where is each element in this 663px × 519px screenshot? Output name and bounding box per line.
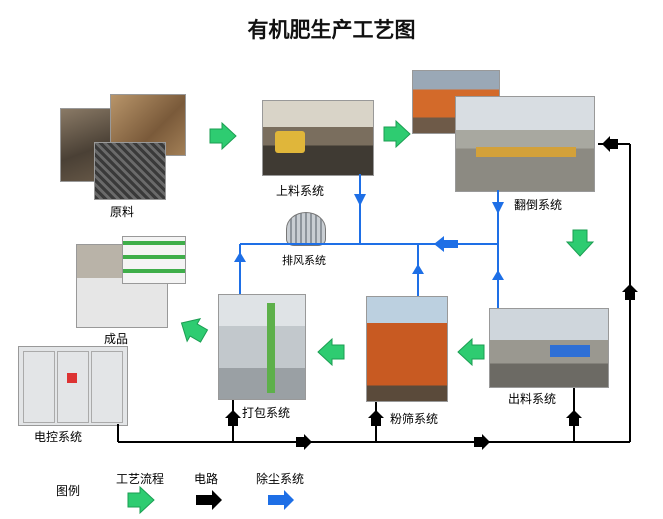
label-packing-system: 打包系统 [242, 406, 291, 420]
feeding-system-photo [262, 100, 374, 176]
dust-arrow-up-discharge [492, 270, 504, 280]
legend-dust-symbol [268, 490, 294, 510]
dust-arrows [234, 194, 504, 280]
label-control-system: 电控系统 [34, 430, 83, 444]
label-finished-product: 成品 [104, 332, 129, 346]
legend-power-symbol [196, 490, 222, 510]
label-exhaust-system: 排风系统 [282, 254, 326, 267]
product-bags-photo [122, 236, 186, 284]
raw-material-photo-3 [94, 142, 166, 200]
process-arrow-packing-to-product [174, 311, 211, 348]
exhaust-fan-photo [286, 212, 326, 246]
label-screening-system: 粉筛系统 [390, 412, 439, 426]
label-discharge-system: 出料系统 [508, 392, 557, 406]
label-raw-material: 原料 [110, 205, 135, 219]
dust-arrow-down-turning [492, 202, 504, 214]
process-arrow-discharge-to-screening [457, 338, 485, 366]
process-arrow-screening-to-packing [317, 338, 345, 366]
legend-title: 图例 [56, 484, 81, 498]
label-feeding-system: 上料系统 [276, 184, 325, 198]
dust-arrow-left-body [444, 240, 458, 248]
dust-arrow-left-head [434, 236, 444, 252]
diagram-title: 有机肥生产工艺图 [247, 17, 416, 42]
legend-process-label: 工艺流程 [116, 472, 165, 486]
discharge-system-photo [489, 308, 609, 388]
label-turning-system: 翻倒系统 [514, 198, 563, 212]
dust-arrow-down-feeding [354, 194, 366, 206]
screening-system-photo [366, 296, 448, 402]
process-arrow-turning-to-discharge [566, 229, 594, 257]
process-arrow-feeding-to-turning [383, 120, 411, 148]
legend-power-label: 电路 [194, 472, 219, 486]
turning-workshop-photo [455, 96, 595, 192]
dust-arrow-up-packing [234, 252, 246, 262]
legend-dust-label: 除尘系统 [256, 472, 305, 486]
process-arrow-raw-to-feeding [209, 122, 237, 150]
control-cabinet-photo [18, 346, 128, 426]
legend-process-symbol [127, 486, 155, 514]
dust-arrow-up-screening [412, 264, 424, 274]
legend-symbols [127, 486, 294, 514]
power-arrows [225, 136, 638, 450]
packing-system-photo [218, 294, 306, 400]
